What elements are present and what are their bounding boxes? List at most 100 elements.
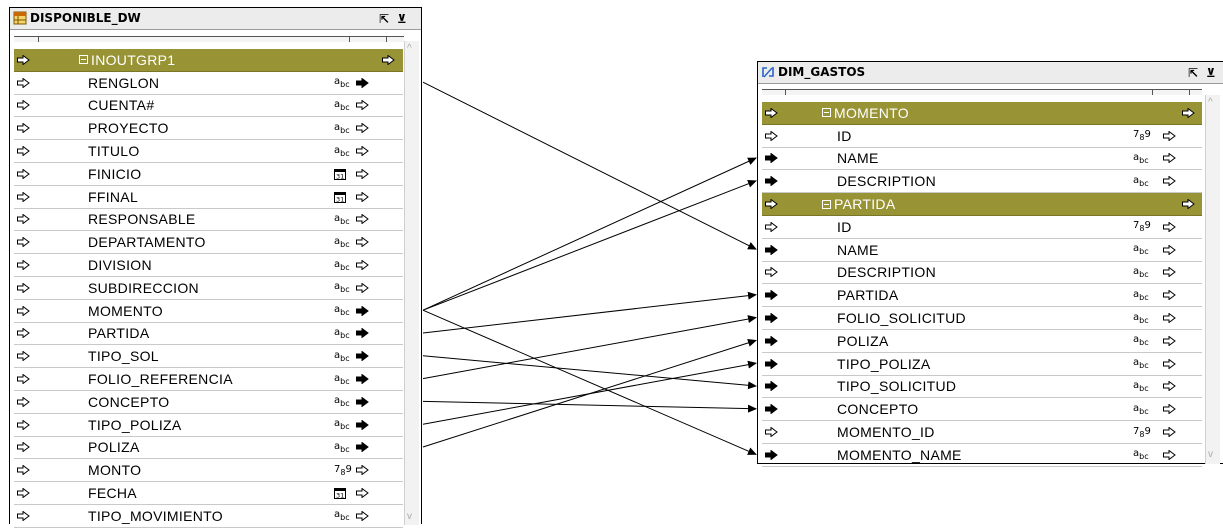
connection-line[interactable] (422, 400, 757, 413)
field-name: NAME (837, 150, 879, 167)
output-port-icon (356, 465, 369, 476)
input-port-icon (17, 419, 30, 430)
field-name: TITULO (88, 143, 140, 160)
field-row[interactable]: TITULO abc (14, 140, 403, 163)
string-type-icon: abc (1133, 311, 1149, 325)
string-type-icon: abc (334, 144, 350, 158)
field-row[interactable]: CUENTA#abc (14, 95, 403, 118)
field-name: PARTIDA (834, 196, 896, 213)
input-port-icon (765, 153, 778, 164)
connection-line[interactable] (422, 179, 757, 311)
field-name: PARTIDA (837, 287, 899, 304)
field-row[interactable]: NAME abc (762, 148, 1202, 171)
input-port-icon (17, 100, 30, 111)
connection-line[interactable] (422, 157, 757, 311)
string-type-icon: abc (1133, 151, 1149, 165)
connection-line[interactable] (422, 315, 757, 380)
input-port-icon (17, 214, 30, 225)
target-column-header (762, 89, 1202, 95)
connection-line[interactable] (422, 309, 757, 455)
target-scrollbar[interactable]: ^v (1205, 95, 1220, 464)
target-table-titlebar[interactable]: DIM_GASTOS ⇱ ⊻ (758, 62, 1223, 84)
string-type-icon: abc (1133, 288, 1149, 302)
input-port-icon (17, 488, 30, 499)
field-name: PROYECTO (88, 120, 169, 137)
string-type-icon: abc (334, 98, 350, 112)
string-type-icon: abc (1133, 357, 1149, 371)
input-port-icon (765, 107, 778, 118)
output-port-icon (1163, 221, 1176, 232)
input-port-icon (765, 176, 778, 187)
field-row[interactable]: PARTIDA abc (762, 284, 1202, 308)
maximize-icon[interactable]: ⇱ (379, 12, 390, 26)
source-table-titlebar[interactable]: DISPONIBLE_DW ⇱ ⊻ (10, 8, 421, 30)
output-port-icon (356, 488, 369, 499)
output-port-icon (356, 328, 369, 339)
source-scrollbar[interactable]: ^v (404, 41, 419, 525)
field-name: RENGLON (88, 74, 160, 91)
string-type-icon: abc (334, 372, 350, 386)
collapse-icon[interactable] (822, 199, 831, 209)
field-name: SUBDIRECCION (88, 279, 199, 296)
connection-line[interactable] (422, 339, 757, 448)
number-type-icon: 789 (1133, 425, 1151, 439)
output-port-icon (356, 510, 369, 521)
output-port-icon (356, 351, 369, 362)
connection-line[interactable] (422, 355, 757, 390)
svg-text:31: 31 (336, 492, 344, 500)
output-port-icon (1163, 130, 1176, 141)
string-type-icon: abc (334, 212, 350, 226)
minimize-icon[interactable]: ⊻ (1206, 66, 1216, 80)
input-port-icon (765, 404, 778, 415)
source-table-icon (13, 11, 27, 25)
group-row[interactable]: PARTIDA (762, 193, 1202, 216)
field-name: CONCEPTO (88, 393, 170, 410)
minimize-icon[interactable]: ⊻ (397, 12, 407, 26)
input-port-icon (765, 358, 778, 369)
group-row[interactable]: MOMENTO (762, 102, 1202, 125)
maximize-icon[interactable]: ⇱ (1188, 66, 1199, 80)
string-type-icon: abc (334, 509, 350, 523)
output-port-icon (1163, 176, 1176, 187)
collapse-icon[interactable] (79, 55, 88, 65)
input-port-icon (17, 123, 30, 134)
field-name: DESCRIPTION (837, 173, 936, 190)
number-type-icon: 789 (1133, 220, 1151, 234)
group-row[interactable]: INOUTGRP1 (14, 49, 403, 72)
collapse-icon[interactable] (822, 108, 831, 118)
connection-line[interactable] (422, 291, 757, 334)
connection-line[interactable] (422, 81, 757, 250)
